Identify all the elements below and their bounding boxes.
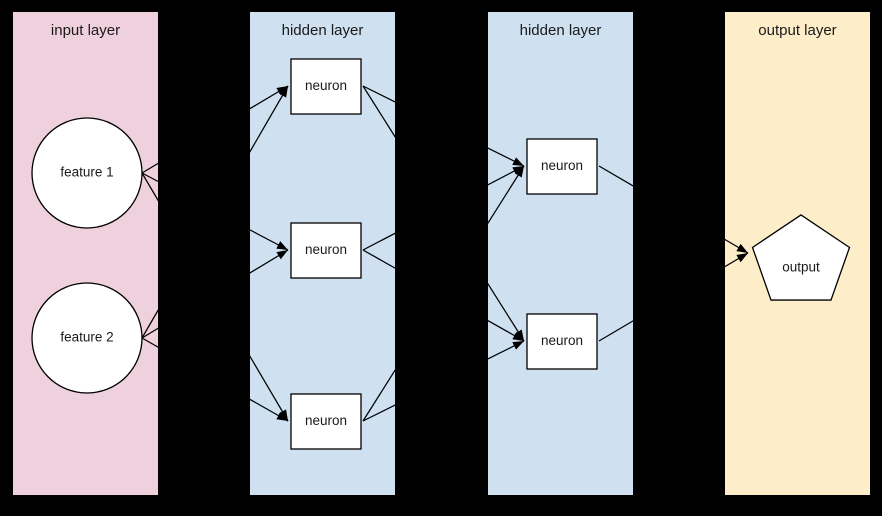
layer-title-hidden1: hidden layer xyxy=(282,22,364,39)
arrowhead-feature1-to-h1n3 xyxy=(278,409,288,421)
node-h1n3[interactable] xyxy=(290,393,362,450)
node-h2n2[interactable] xyxy=(526,313,598,370)
node-label-h1n3: neuron xyxy=(305,413,347,428)
node-feature1[interactable] xyxy=(31,117,143,229)
layer-panel-hidden2 xyxy=(488,12,633,495)
arrowhead-h1n1-to-h2n1 xyxy=(512,157,524,166)
node-label-h1n1: neuron xyxy=(305,78,347,93)
arrowhead-feature2-to-h1n1 xyxy=(278,86,288,98)
arrowhead-h2n1-to-out1 xyxy=(736,243,748,253)
node-label-h1n2: neuron xyxy=(305,242,347,257)
arrowhead-feature2-to-h1n2 xyxy=(276,250,288,260)
connections-group xyxy=(141,85,749,422)
layer-title-input: input layer xyxy=(51,22,120,39)
node-label-feature2: feature 2 xyxy=(60,330,113,345)
arrowhead-feature1-to-h1n1 xyxy=(276,86,288,96)
labels-group: input layer feature 1 feature 2 hidden laye… xyxy=(51,22,837,428)
node-label-h2n2: neuron xyxy=(541,333,583,348)
arrowhead-h2n2-to-out1 xyxy=(736,253,748,263)
layer-panels-group xyxy=(13,12,870,495)
node-out1[interactable] xyxy=(751,214,851,301)
node-h1n2[interactable] xyxy=(290,222,362,279)
node-label-feature1: feature 1 xyxy=(60,165,113,180)
layer-panel-input xyxy=(13,12,158,495)
arrowhead-h1n3-to-h2n2 xyxy=(512,341,524,350)
node-h1n1[interactable] xyxy=(290,58,362,115)
arrowhead-h1n2-to-h2n2 xyxy=(512,331,524,341)
node-h2n1[interactable] xyxy=(526,138,598,195)
node-feature2[interactable] xyxy=(31,282,143,394)
arrowhead-feature2-to-h1n3 xyxy=(276,411,288,421)
node-label-out1: output xyxy=(782,260,820,275)
nodes-group xyxy=(31,58,851,450)
arrowhead-h1n3-to-h2n1 xyxy=(514,166,524,178)
arrowhead-h1n1-to-h2n2 xyxy=(514,329,524,341)
arrowhead-feature1-to-h1n2 xyxy=(276,241,288,250)
layer-title-output: output layer xyxy=(758,22,836,39)
layer-title-hidden2: hidden layer xyxy=(520,22,602,39)
node-label-h2n1: neuron xyxy=(541,158,583,173)
